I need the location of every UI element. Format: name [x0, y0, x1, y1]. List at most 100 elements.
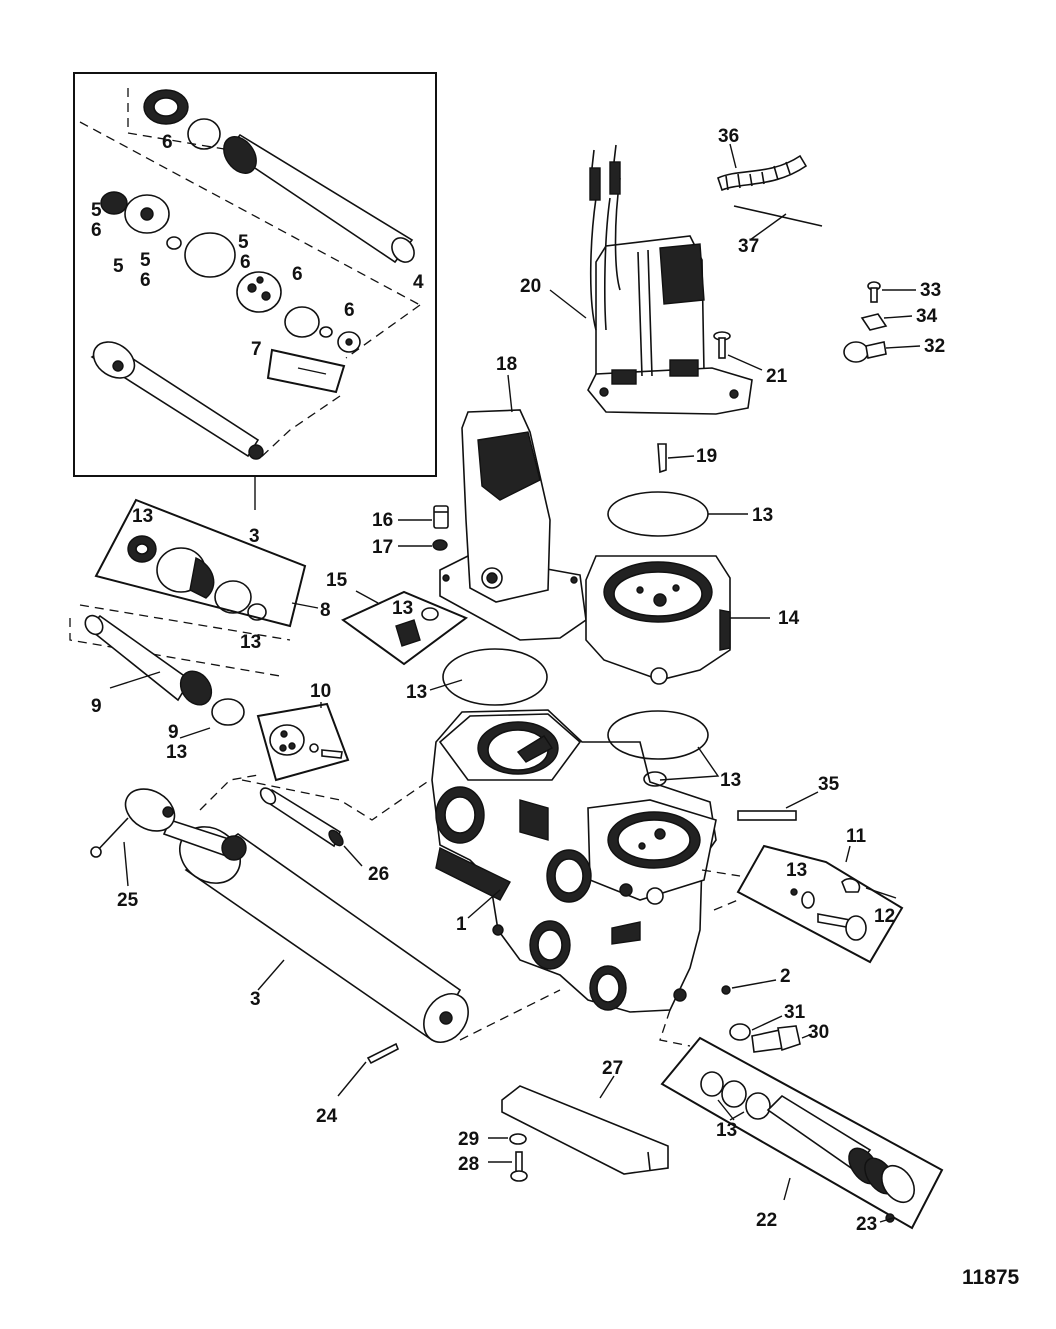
callout-6: 6 — [292, 264, 303, 285]
callout-9: 9 — [91, 696, 102, 717]
pin-item-26 — [259, 787, 344, 848]
callout-3: 3 — [249, 526, 260, 547]
callout-13: 13 — [406, 682, 427, 703]
end-cap — [143, 89, 189, 125]
bolt-item-30 — [751, 1025, 801, 1053]
callout-24: 24 — [316, 1106, 338, 1127]
pump-manifold — [431, 709, 717, 1013]
item-22-kit-box — [660, 1036, 944, 1230]
callout-1: 1 — [456, 914, 467, 935]
callout-6: 6 — [140, 270, 151, 291]
ball-item-2 — [721, 985, 731, 995]
tie-item-37 — [733, 205, 823, 227]
callout-15: 15 — [326, 570, 348, 591]
washer-item-31 — [729, 1023, 751, 1041]
callout-6: 6 — [91, 220, 102, 241]
callout-19: 19 — [696, 446, 717, 467]
callout-34: 34 — [916, 306, 938, 327]
callout-28: 28 — [458, 1154, 479, 1175]
screw-item-33 — [867, 281, 881, 303]
callout-18: 18 — [496, 354, 517, 375]
callout-23: 23 — [856, 1214, 877, 1235]
callout-30: 30 — [808, 1022, 829, 1043]
item-11-kit-box — [736, 844, 904, 964]
callout-14: 14 — [778, 608, 800, 629]
callout-9: 9 — [168, 722, 179, 743]
sleeve-item-36 — [717, 154, 808, 192]
small-seal — [319, 326, 333, 338]
callout-36: 36 — [718, 126, 739, 147]
o-ring-2 — [284, 306, 320, 338]
callout-3-lower: 3 — [250, 989, 261, 1010]
callout-17: 17 — [372, 537, 393, 558]
callout-13: 13 — [752, 505, 773, 526]
callout-35: 35 — [818, 774, 840, 795]
item-8-kit-box — [94, 498, 307, 628]
callout-13: 13 — [132, 506, 153, 527]
callout-29: 29 — [458, 1129, 479, 1150]
check-valve-kit-box — [266, 348, 346, 394]
o-ring-13-pump — [607, 491, 709, 537]
trim-cylinder-kit-inset — [73, 72, 437, 477]
bar-item-35 — [737, 810, 797, 821]
screw-item-28 — [510, 1151, 528, 1182]
pin-item-25 — [90, 817, 129, 858]
callout-5: 5 — [140, 250, 151, 271]
clip-item-34 — [860, 313, 888, 331]
valve-body — [236, 271, 282, 313]
item-15-kit-box — [341, 590, 469, 666]
washer-item-29 — [509, 1133, 527, 1145]
callout-labels: 1 2 3 3 4 5 5 5 5 6 6 6 6 6 6 7 8 9 9 10… — [91, 126, 945, 1235]
callout-7: 7 — [251, 339, 262, 360]
callout-31: 31 — [784, 1002, 806, 1023]
callout-25: 25 — [117, 890, 139, 911]
callout-6: 6 — [162, 132, 173, 153]
callout-5: 5 — [91, 200, 102, 221]
piston — [124, 194, 170, 234]
callout-21: 21 — [766, 366, 788, 387]
pump-item-14 — [585, 555, 731, 685]
callout-11: 11 — [846, 826, 867, 847]
clamp-item-32 — [843, 341, 887, 363]
callout-4: 4 — [413, 272, 424, 293]
o-ring-9 — [211, 698, 245, 726]
callout-26: 26 — [368, 864, 389, 885]
plate-item-27 — [501, 1085, 669, 1175]
callout-6: 6 — [240, 252, 251, 273]
callout-13: 13 — [240, 632, 261, 653]
callout-20: 20 — [520, 276, 541, 297]
callout-13: 13 — [720, 770, 741, 791]
callout-13: 13 — [716, 1120, 737, 1141]
pin-item-19 — [657, 443, 667, 474]
callout-13: 13 — [786, 860, 807, 881]
callout-13: 13 — [166, 742, 187, 763]
trim-cylinder — [124, 788, 469, 1043]
screw-item-16 — [433, 505, 449, 529]
callout-22: 22 — [756, 1210, 777, 1231]
shaft-item-9 — [84, 614, 213, 706]
callout-33: 33 — [920, 280, 941, 301]
pin-item-24 — [366, 1042, 400, 1065]
small-o-ring — [166, 236, 182, 250]
callout-12: 12 — [874, 906, 895, 927]
callout-8: 8 — [320, 600, 331, 621]
callout-10: 10 — [310, 681, 331, 702]
reservoir — [439, 409, 587, 641]
figure-number: 11875 — [962, 1266, 1020, 1289]
pump-motor — [587, 144, 753, 415]
callout-27: 27 — [602, 1058, 623, 1079]
o-ring-13-large — [442, 648, 548, 706]
screw-item-21 — [713, 331, 731, 359]
cylinder-tube — [223, 133, 415, 264]
callout-5: 5 — [113, 256, 124, 277]
callout-13: 13 — [392, 598, 413, 619]
callout-32: 32 — [924, 336, 945, 357]
item-10-kit-box — [256, 702, 350, 782]
callout-6: 6 — [344, 300, 355, 321]
callout-16: 16 — [372, 510, 393, 531]
piston-rod — [90, 341, 264, 460]
o-ring-13-lower — [607, 710, 709, 760]
callout-2: 2 — [780, 966, 791, 987]
callout-5: 5 — [238, 232, 249, 253]
